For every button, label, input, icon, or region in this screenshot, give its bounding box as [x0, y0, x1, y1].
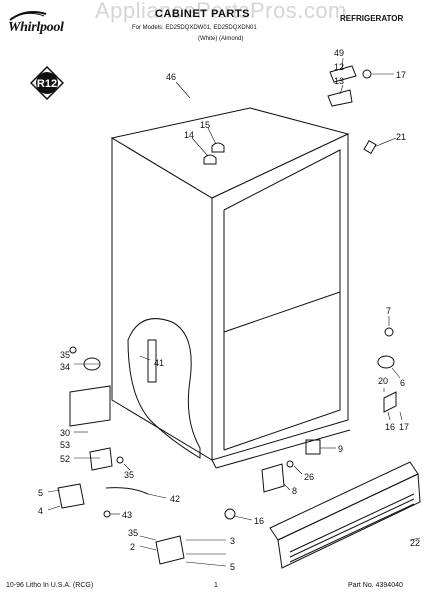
callout-35-bottom: 35 — [128, 528, 138, 538]
callout-5-bottom: 5 — [230, 562, 235, 572]
screw-43-icon — [103, 510, 111, 518]
callout-13: 13 — [334, 76, 344, 86]
hinge-8-icon — [261, 463, 285, 493]
callout-26: 26 — [304, 472, 314, 482]
tube-42-icon — [105, 487, 149, 495]
callout-4: 4 — [38, 506, 43, 516]
callout-49: 49 — [334, 48, 344, 58]
roller-2-icon — [155, 535, 185, 565]
toe-grille-22 — [269, 461, 421, 569]
callout-16-right: 16 — [385, 422, 395, 432]
plug-15-icon — [211, 142, 225, 153]
plug-14-icon — [203, 154, 217, 165]
brand-name: Whirlpool — [8, 20, 64, 35]
roller-4-icon — [57, 483, 85, 509]
bushing-6-icon — [377, 355, 395, 369]
callout-35-mid: 35 — [124, 470, 134, 480]
model-colors: (White) (Almond) — [198, 36, 244, 42]
callout-35-left: 35 — [60, 350, 70, 360]
screw-35-left-icon — [69, 346, 77, 354]
bracket-49-icon — [329, 65, 357, 83]
callout-labels: 46 49 12 13 17 14 15 21 7 35 34 41 6 20 … — [38, 48, 420, 572]
callout-6: 6 — [400, 378, 405, 388]
callout-12: 12 — [334, 62, 344, 72]
footer-part-number: Part No. 4394040 — [348, 582, 403, 589]
side-cutout — [127, 318, 201, 459]
cabinet-shell — [110, 107, 351, 469]
callout-17-right: 17 — [399, 422, 409, 432]
bracket-20-icon — [383, 391, 397, 413]
callout-46: 46 — [166, 72, 176, 82]
callout-52: 52 — [60, 454, 70, 464]
callout-8: 8 — [292, 486, 297, 496]
callout-3: 3 — [230, 536, 235, 546]
callout-9: 9 — [338, 444, 343, 454]
part-16-icon — [224, 508, 236, 520]
callout-15: 15 — [200, 120, 210, 130]
callout-14: 14 — [184, 130, 194, 140]
callout-2: 2 — [130, 542, 135, 552]
screw-17-top-icon — [362, 69, 372, 79]
callout-16-bottom: 16 — [254, 516, 264, 526]
callout-7: 7 — [386, 306, 391, 316]
r12-badge: R12 — [30, 66, 64, 100]
leader-lines — [47, 57, 421, 567]
plate-30-icon — [69, 385, 111, 427]
whirlpool-swirl-logo — [9, 11, 47, 21]
model-numbers: For Models: ED25DQXDW01, ED25DQXDN01 — [132, 25, 257, 31]
watermark: AppliancePartsPros.com — [95, 0, 347, 23]
callout-42: 42 — [170, 494, 180, 504]
part-52-icon — [89, 447, 113, 471]
callout-21: 21 — [396, 132, 406, 142]
callout-5-left: 5 — [38, 488, 43, 498]
r12-badge-text: R12 — [37, 78, 57, 90]
clip-21-icon — [363, 139, 377, 155]
page-title: CABINET PARTS — [155, 8, 250, 20]
tube-41-icon — [147, 339, 157, 383]
callout-34: 34 — [60, 362, 70, 372]
screw-35-mid-icon — [116, 456, 124, 464]
callout-30: 30 — [60, 428, 70, 438]
callout-43: 43 — [122, 510, 132, 520]
callout-53: 53 — [60, 440, 70, 450]
screw-26-icon — [286, 460, 294, 468]
footer-page-number: 1 — [214, 582, 218, 589]
part-9-icon — [305, 439, 321, 455]
screw-7-icon — [384, 327, 394, 337]
callout-41: 41 — [154, 358, 164, 368]
callout-20: 20 — [378, 376, 388, 386]
appliance-type: REFRIGERATOR — [340, 14, 404, 23]
callout-17-top: 17 — [396, 70, 406, 80]
footer-print-info: 10-96 Litho In U.S.A. (RCG) — [6, 582, 94, 589]
callout-22: 22 — [410, 538, 420, 548]
hinge-13-icon — [327, 89, 353, 107]
